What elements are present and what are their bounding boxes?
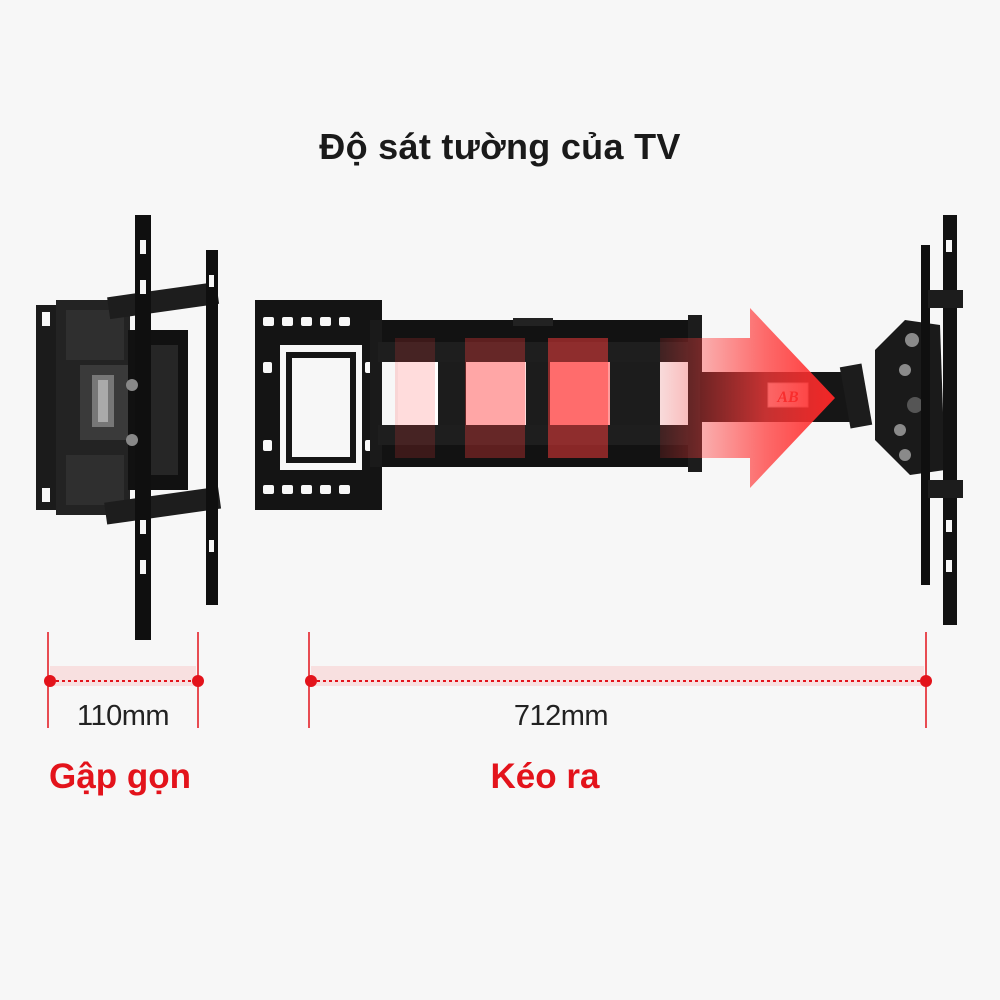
folded-caption: Gập gọn [49,757,191,796]
extended-caption: Kéo ra [490,757,600,796]
extended-dimension-line [305,632,932,728]
extension-arrow [395,308,835,488]
folded-dimension-line [44,632,204,728]
page-title: Độ sát tường của TV [319,126,681,167]
extended-mount: AB [255,215,963,625]
folded-distance-label: 110mm [76,700,170,732]
folded-mount [36,215,222,640]
extended-distance-label: 712mm [513,700,609,732]
